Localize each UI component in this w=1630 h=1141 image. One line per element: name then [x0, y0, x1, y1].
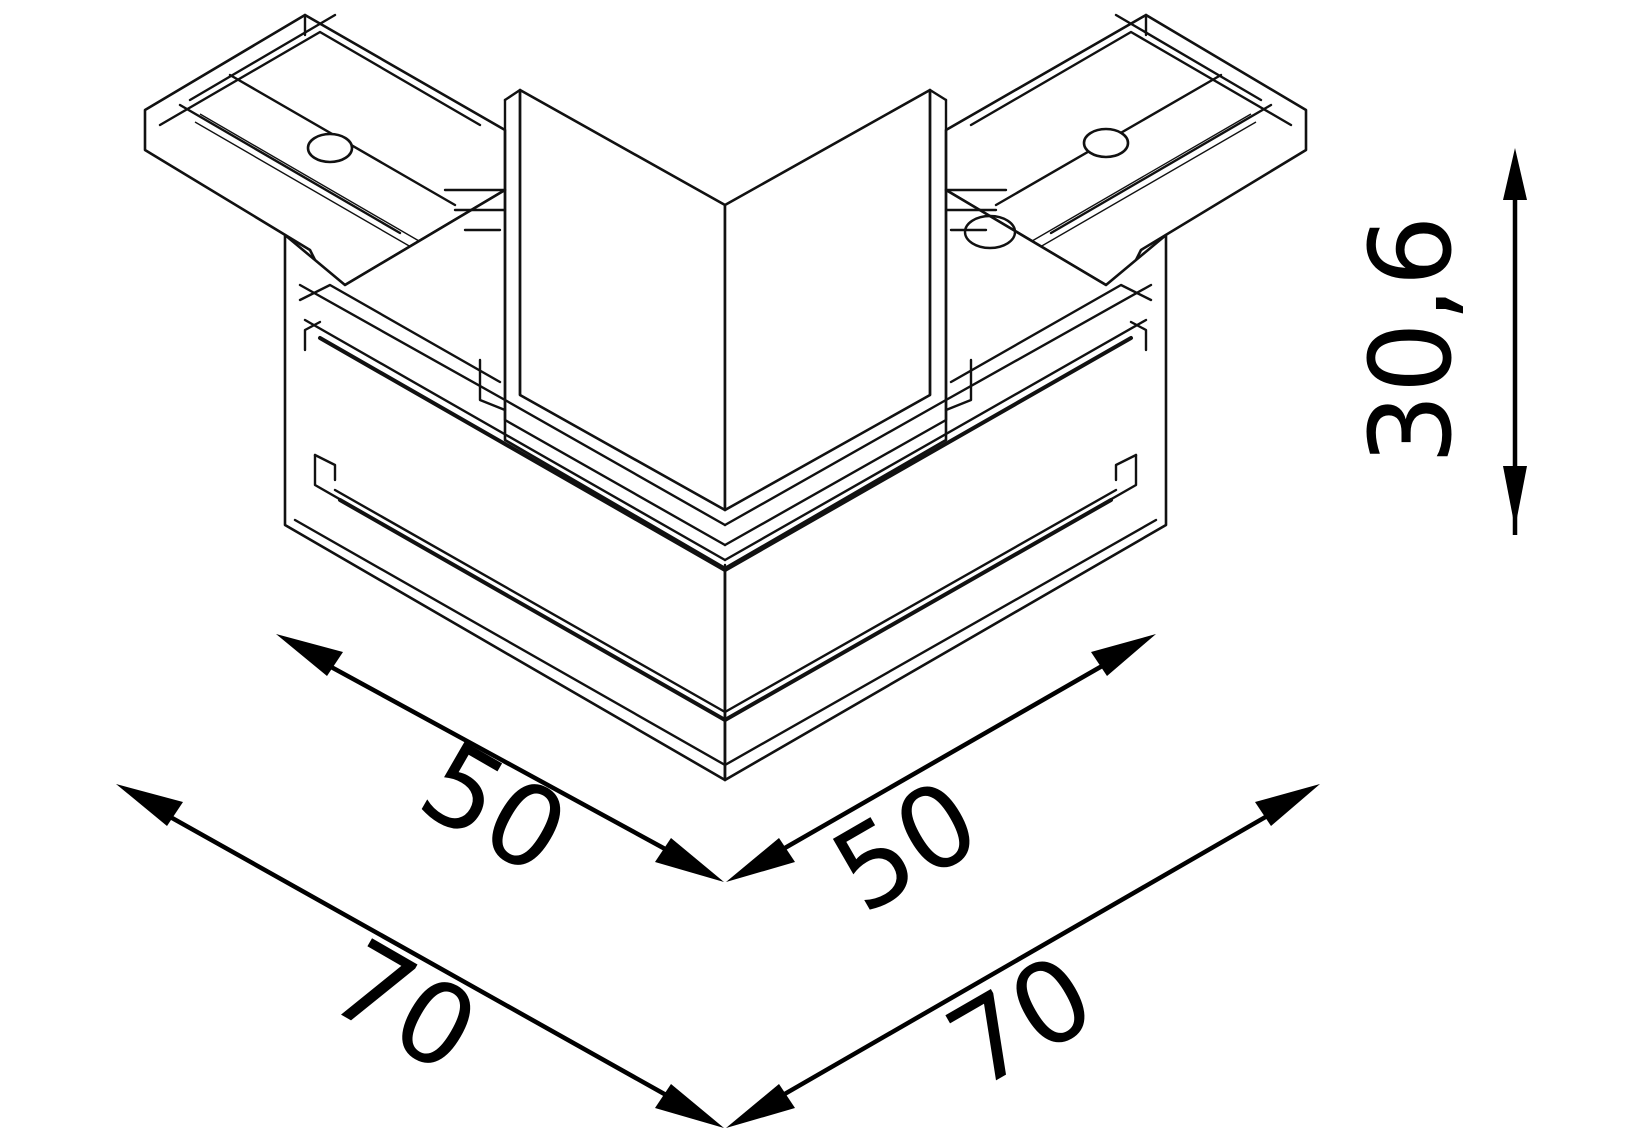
outer-left-arrow-start — [116, 784, 183, 826]
inner-clip-details — [443, 188, 1017, 412]
inner-left-arrow-start — [276, 634, 343, 676]
inner-right-dimension-label: 50 — [812, 755, 1000, 939]
outer-left-dimension-line — [138, 798, 702, 1116]
inner-left-dimension-label: 50 — [400, 717, 588, 901]
height-arrow-top — [1503, 148, 1527, 200]
inner-screw-hole — [963, 214, 1017, 250]
inner-left-arrow-end — [655, 838, 724, 882]
lower-channel — [293, 453, 1158, 782]
outer-right-dimension-label: 70 — [927, 930, 1115, 1114]
outer-right-arrow-start — [726, 1084, 795, 1128]
outer-left-dimension-label: 70 — [310, 915, 498, 1099]
inner-left-dimension-line — [298, 648, 702, 870]
height-dimension: 30,6 — [1347, 148, 1527, 535]
inner-right-arrow-end — [1091, 634, 1156, 676]
height-dimension-label: 30,6 — [1347, 215, 1477, 464]
left-screw-hole — [306, 132, 354, 164]
outer-left-arrow-end — [655, 1084, 724, 1128]
inner-right-dimension-line — [748, 648, 1132, 870]
inner-right-arrow-start — [726, 838, 795, 882]
right-screw-hole — [1082, 127, 1130, 159]
corner-connector — [143, 13, 1308, 782]
right-mounting-flange — [944, 13, 1308, 287]
outer-right-dimension-line — [748, 798, 1297, 1116]
outer-right-dimension: 70 — [726, 784, 1320, 1128]
upper-rails — [298, 283, 1153, 572]
outer-right-arrow-end — [1255, 784, 1320, 826]
central-post — [503, 88, 948, 547]
left-mounting-flange — [143, 13, 507, 287]
height-arrow-bottom — [1503, 466, 1527, 528]
